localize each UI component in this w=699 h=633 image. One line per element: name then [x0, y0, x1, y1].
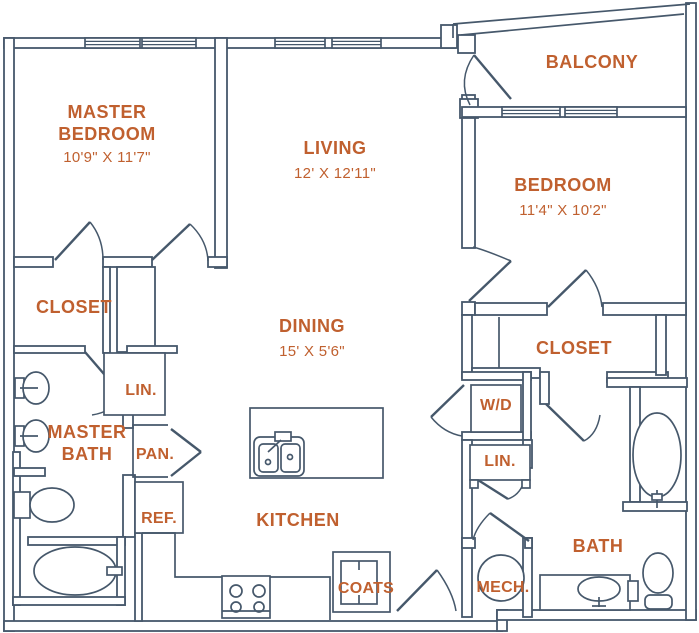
label-refrigerator: REF. [141, 510, 177, 527]
label-washer-dryer: W/D [480, 397, 512, 414]
label-mechanical: MECH. [476, 579, 529, 596]
door-closet-hall [545, 403, 601, 442]
master-bath-toilet [13, 487, 75, 523]
pantry-box [132, 424, 168, 478]
label-master-bath-line1: MASTER [48, 422, 127, 442]
label-master-bath-line2: BATH [62, 444, 113, 464]
window-master-bedroom-2 [141, 37, 197, 49]
label-bedroom-closet: CLOSET [536, 338, 612, 358]
stove [221, 575, 271, 619]
label-master-closet: CLOSET [36, 297, 112, 317]
window-bedroom-2 [564, 106, 618, 118]
window-master-bedroom-1 [84, 37, 141, 49]
label-kitchen: KITCHEN [256, 510, 340, 530]
door-bedroom-closet [547, 269, 603, 308]
window-living-1 [274, 37, 326, 49]
bath-toilet [642, 552, 674, 610]
bath-vanity [539, 574, 639, 611]
balcony-railing [452, 3, 691, 48]
linen-closet-box [103, 352, 166, 416]
label-living-dims: 12' X 12'11" [294, 165, 376, 182]
room-labels: MASTER BEDROOM 10'9" X 11'7" LIVING 12' … [36, 52, 638, 597]
window-living-2 [331, 37, 382, 49]
label-master-bedroom-line1: MASTER [68, 102, 147, 122]
water-heater [477, 554, 525, 602]
kitchen-counter [142, 532, 331, 620]
refrigerator-box [134, 481, 184, 534]
fixtures [13, 352, 682, 620]
linen-2-box [469, 444, 531, 489]
master-bath-sink-1 [14, 371, 50, 405]
label-linen-2: LIN. [484, 453, 515, 470]
label-dining-dims: 15' X 5'6" [279, 343, 345, 360]
window-bedroom-1 [501, 106, 561, 118]
windows [84, 37, 618, 118]
door-master-bedroom-closet [54, 221, 104, 261]
label-master-bedroom-line2: BEDROOM [58, 124, 156, 144]
bathtub-2 [632, 412, 682, 508]
label-linen-hall: LIN. [125, 382, 156, 399]
master-bathtub [33, 546, 123, 596]
door-linen-2 [477, 478, 524, 501]
washer-dryer-box [470, 384, 522, 433]
label-bedroom: BEDROOM [514, 175, 612, 195]
door-bath-entry [472, 512, 530, 542]
door-balcony [463, 54, 512, 106]
kitchen-island [249, 407, 384, 479]
exterior-walls [3, 2, 697, 632]
door-bedroom-entry [468, 246, 512, 302]
label-bath: BATH [573, 536, 624, 556]
label-balcony: BALCONY [546, 52, 639, 72]
door-master-bedroom-entry [151, 223, 209, 262]
label-coats: COATS [338, 580, 394, 597]
label-master-bedroom-dims: 10'9" X 11'7" [63, 149, 151, 166]
master-bath-sink-2 [14, 419, 50, 453]
door-washer-dryer [430, 384, 465, 437]
label-bedroom-dims: 11'4" X 10'2" [519, 202, 607, 219]
interior-walls [12, 34, 688, 622]
door-pantry [170, 428, 202, 477]
coats-closet [332, 551, 391, 613]
label-dining: DINING [279, 316, 345, 336]
label-living: LIVING [303, 138, 366, 158]
door-entry [396, 569, 457, 612]
label-pantry: PAN. [136, 446, 174, 463]
